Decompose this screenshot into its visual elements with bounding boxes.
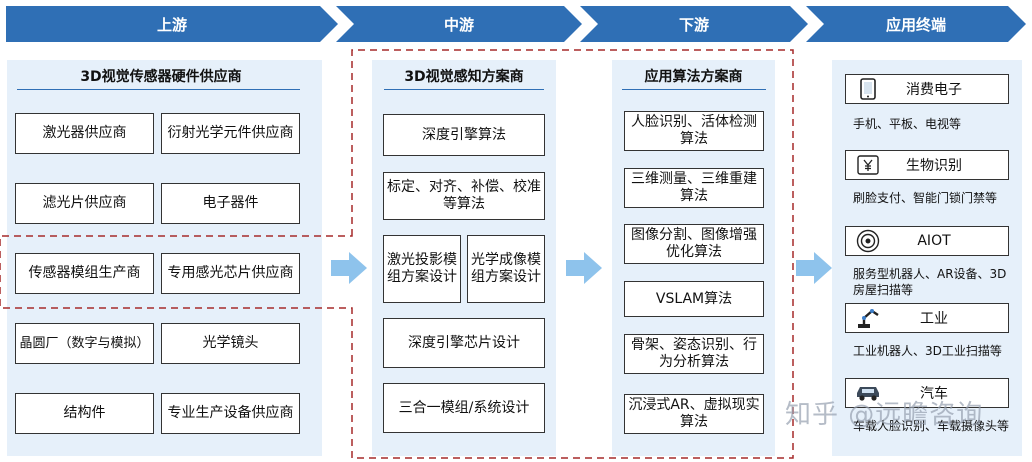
midstream-box: 深度引擎芯片设计	[383, 318, 545, 368]
midstream-title-rule	[384, 89, 544, 90]
endpoint-label: 生物识别	[906, 158, 962, 174]
upstream-box: 滤光片供应商	[15, 183, 154, 224]
endpoint-desc: 车载人脸识别、车载摄像头等	[853, 419, 1010, 433]
phone-icon	[846, 78, 890, 100]
downstream-box: 骨架、姿态识别、行为分析算法	[624, 334, 764, 374]
endpoint-desc: 手机、平板、电视等	[853, 117, 962, 131]
upstream-box: 传感器模组生产商	[15, 253, 154, 294]
downstream-box: 图像分割、图像增强优化算法	[624, 224, 764, 264]
banner-endpoints: 应用终端	[806, 6, 1026, 42]
flow-arrow-icon	[331, 252, 367, 284]
upstream-box: 结构件	[15, 393, 154, 434]
banner-upstream: 上游	[6, 6, 338, 42]
midstream-box: 激光投影模组方案设计	[383, 235, 461, 303]
endpoint-label: AIOT	[917, 233, 951, 249]
car-icon	[846, 383, 890, 403]
flow-arrow-icon	[796, 252, 832, 284]
endpoint-industrial: 工业	[845, 303, 1009, 333]
robot-arm-icon	[846, 307, 890, 329]
midstream-box: 光学成像模组方案设计	[467, 235, 545, 303]
midstream-box: 标定、对齐、补偿、校准等算法	[383, 172, 545, 220]
upstream-box: 专用感光芯片供应商	[161, 253, 300, 294]
downstream-box: 人脸识别、活体检测算法	[624, 111, 764, 151]
upstream-box: 专业生产设备供应商	[161, 393, 300, 434]
endpoint-desc: 服务型机器人、AR设备、3D房屋扫描等	[853, 267, 1007, 297]
midstream-box: 三合一模组/系统设计	[383, 383, 545, 433]
endpoint-label: 工业	[920, 311, 948, 327]
downstream-box: VSLAM算法	[624, 281, 764, 317]
endpoint-consumer-electronics: 消费电子	[845, 74, 1009, 104]
endpoint-aiot: AIOT	[845, 226, 1009, 256]
midstream-title: 3D视觉感知方案商	[404, 69, 524, 85]
upstream-box: 晶圆厂（数字与模拟）	[15, 323, 154, 364]
endpoint-automotive: 汽车	[845, 378, 1009, 408]
upstream-box: 电子器件	[161, 183, 300, 224]
yen-card-icon	[846, 155, 890, 175]
upstream-box: 激光器供应商	[15, 113, 154, 154]
flow-arrow-icon	[566, 252, 602, 284]
upstream-box: 光学镜头	[161, 323, 300, 364]
endpoint-desc: 刷脸支付、智能门锁门禁等	[853, 191, 998, 205]
downstream-box: 三维测量、三维重建算法	[624, 168, 764, 208]
endpoint-label: 消费电子	[906, 82, 962, 98]
upstream-title-rule	[17, 89, 300, 90]
watermark: 知乎 @远瞻咨询	[785, 400, 984, 430]
endpoint-biometrics: 生物识别	[845, 150, 1009, 180]
banner-downstream: 下游	[580, 6, 808, 42]
robot-vacuum-icon	[846, 229, 890, 253]
endpoint-desc: 工业机器人、3D工业扫描等	[853, 344, 1002, 358]
endpoint-label: 汽车	[920, 386, 948, 402]
midstream-box: 深度引擎算法	[383, 114, 545, 156]
upstream-box: 衍射光学元件供应商	[161, 113, 300, 154]
downstream-title-rule	[622, 89, 766, 90]
downstream-box: 沉浸式AR、虚拟现实算法	[624, 394, 764, 434]
downstream-title: 应用算法方案商	[644, 69, 743, 85]
banner-midstream: 中游	[336, 6, 582, 42]
upstream-title: 3D视觉传感器硬件供应商	[80, 69, 242, 85]
